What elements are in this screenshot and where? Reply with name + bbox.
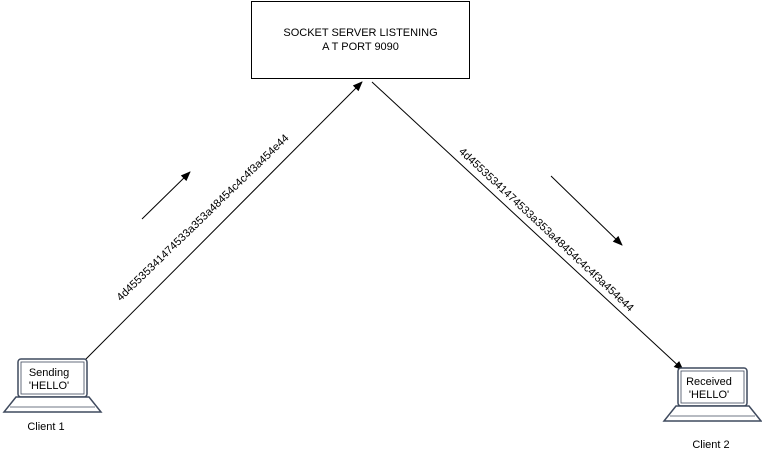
client1-screen-text: Sending 'HELLO' <box>17 367 81 393</box>
client2-screen-text: Received 'HELLO' <box>677 376 741 402</box>
server-title-line2: A T PORT 9090 <box>322 41 399 53</box>
socket-server-box: SOCKET SERVER LISTENING A T PORT 9090 <box>251 1 470 79</box>
client2-status: Received <box>686 376 732 388</box>
client1-message: 'HELLO' <box>28 380 70 392</box>
uplink-connector <box>84 81 363 361</box>
client1-label: Client 1 <box>27 421 65 433</box>
arrow-down-right-icon <box>550 175 623 246</box>
client2-label: Client 2 <box>692 439 730 451</box>
arrow-up-right-icon <box>141 171 191 220</box>
laptop-icon <box>662 367 762 422</box>
downlink-connector <box>371 81 684 371</box>
client1-status: Sending <box>28 367 70 379</box>
client2-message: 'HELLO' <box>688 389 730 401</box>
server-title-line1: SOCKET SERVER LISTENING <box>283 27 438 39</box>
laptop-icon <box>2 358 103 413</box>
